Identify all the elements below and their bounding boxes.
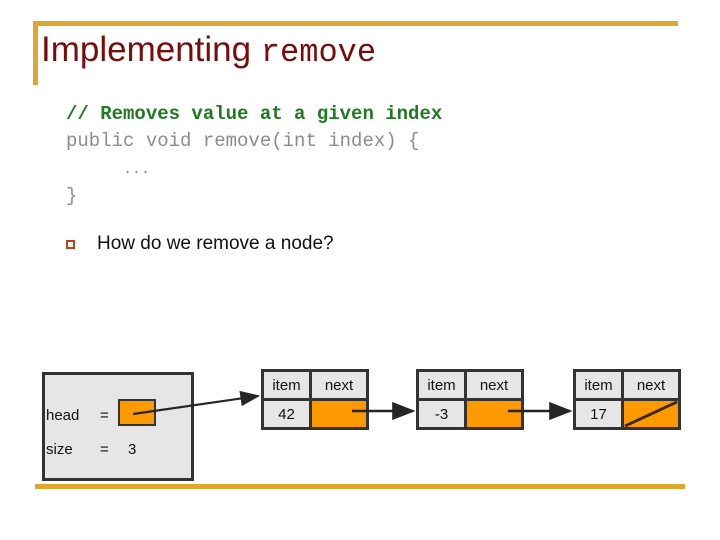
node-item-value: 17 [576, 401, 624, 427]
head-label: head [46, 407, 80, 424]
null-slash-icon [624, 401, 678, 427]
page-title: Implementing remove [41, 27, 376, 76]
size-equals: = [100, 441, 109, 458]
head-equals: = [100, 407, 109, 424]
node-next-pointer [312, 401, 366, 427]
node-header-item: item [264, 372, 312, 398]
size-value: 3 [128, 441, 137, 458]
node-header-next: next [624, 372, 678, 398]
node-item-value: -3 [419, 401, 467, 427]
bullet-question: How do we remove a node? [66, 233, 334, 255]
node-header-row: item next [419, 372, 521, 401]
node-value-row: 17 [576, 401, 678, 427]
list-node-1: item next 42 [261, 369, 369, 430]
title-rule-top [33, 21, 678, 26]
node-header-row: item next [576, 372, 678, 401]
list-node-2: item next -3 [416, 369, 524, 430]
bullet-question-text: How do we remove a node? [97, 233, 334, 254]
head-size-box [42, 372, 194, 481]
node-value-row: -3 [419, 401, 521, 427]
node-null-next-pointer [624, 401, 678, 427]
code-block: // Removes value at a given index public… [66, 101, 442, 210]
node-header-next: next [467, 372, 521, 398]
code-body-ellipsis: ... [123, 161, 151, 178]
list-node-3: item next 17 [573, 369, 681, 430]
node-header-row: item next [264, 372, 366, 401]
node-header-item: item [576, 372, 624, 398]
node-header-item: item [419, 372, 467, 398]
size-label: size [46, 441, 73, 458]
node-header-next: next [312, 372, 366, 398]
head-pointer-cell [118, 399, 156, 426]
code-closing-brace: } [66, 185, 78, 207]
title-rule-left [33, 21, 38, 85]
page-title-method: remove [260, 34, 377, 71]
node-item-value: 42 [264, 401, 312, 427]
slide-rule-bottom [35, 484, 685, 489]
square-bullet-icon [66, 239, 75, 249]
code-comment: // Removes value at a given index [66, 103, 443, 125]
node-next-pointer [467, 401, 521, 427]
code-signature: public void remove(int index) { [66, 130, 420, 152]
page-title-main: Implementing [41, 30, 261, 69]
node-value-row: 42 [264, 401, 366, 427]
